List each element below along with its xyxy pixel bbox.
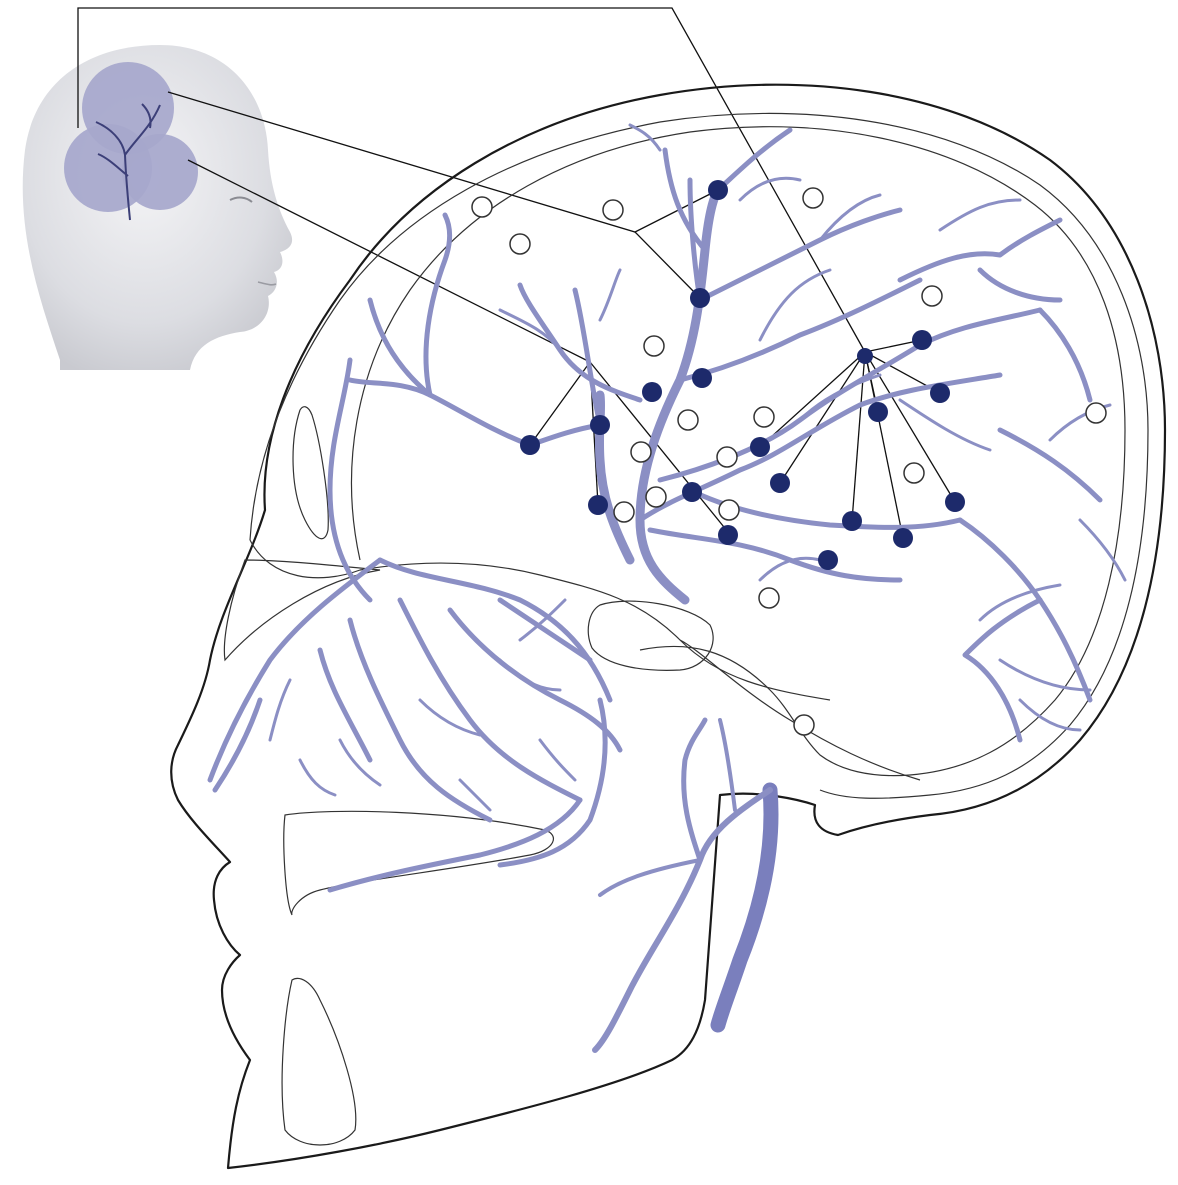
filled-circle-icon [690,288,710,308]
open-circle-icon [510,234,530,254]
open-circle-icon [603,200,623,220]
filled-circle-icon [520,435,540,455]
filled-circle-icon [588,495,608,515]
open-circle-icon [754,407,774,427]
head-outline [171,85,1165,1168]
frontal-sinus-cavity [293,407,328,539]
filled-circle-icon [642,382,662,402]
filled-circle-icon [682,482,702,502]
open-circle-icon [719,500,739,520]
open-circle-icon [472,197,492,217]
filled-circle-icon [893,528,913,548]
filled-circle-icon [868,402,888,422]
inactive-electrodes [472,188,1106,735]
open-circle-icon [1086,403,1106,423]
filled-circle-icon [912,330,932,350]
filled-circle-icon [857,348,873,364]
open-circle-icon [904,463,924,483]
filled-circle-icon [718,525,738,545]
leader-fan-right [760,340,955,538]
filled-circle-icon [842,511,862,531]
facial-fine-vessels [270,600,575,810]
filled-circle-icon [692,368,712,388]
open-circle-icon [678,410,698,430]
open-circle-icon [644,336,664,356]
filled-circle-icon [818,550,838,570]
open-circle-icon [614,502,634,522]
brain-base-outline [250,540,830,700]
leader-line-top-branch [635,232,700,298]
open-circle-icon [759,588,779,608]
open-circle-icon [717,447,737,467]
open-circle-icon [646,487,666,507]
cerebral-branches [330,130,1100,740]
filled-circle-icon [770,473,790,493]
open-circle-icon [922,286,942,306]
sphenoid-sinus-cavity [588,601,713,670]
filled-circle-icon [590,415,610,435]
filled-circle-icon [708,180,728,200]
skull-outer-outline [171,85,1165,1168]
mandible-cavity [282,978,356,1145]
filled-circle-icon [945,492,965,512]
open-circle-icon [794,715,814,735]
filled-circle-icon [930,383,950,403]
skull-inner-outline [250,113,1148,798]
cerebellum-outline [680,640,920,780]
carotid-artery [595,720,771,1050]
facial-vessels [210,560,620,890]
open-circle-icon [631,442,651,462]
open-circle-icon [803,188,823,208]
vessel-network [210,125,1125,1050]
filled-circle-icon [750,437,770,457]
inset-head-icon [23,45,292,370]
